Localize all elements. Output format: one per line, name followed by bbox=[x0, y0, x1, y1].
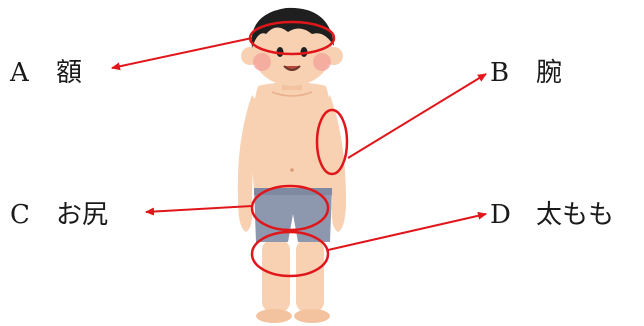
label-a-letter: A bbox=[10, 58, 56, 88]
label-c-letter: C bbox=[10, 200, 56, 230]
legs bbox=[256, 240, 330, 323]
label-a-text: 額 bbox=[56, 58, 82, 88]
label-d-letter: D bbox=[490, 200, 536, 230]
arrow-a bbox=[112, 38, 252, 68]
torso bbox=[252, 82, 333, 190]
arrow-d bbox=[328, 214, 486, 250]
label-b-text: 腕 bbox=[536, 58, 562, 88]
arrow-c bbox=[146, 206, 252, 212]
label-b-letter: B bbox=[490, 58, 536, 88]
label-c-text: お尻 bbox=[56, 200, 108, 230]
label-d-text: 太もも bbox=[536, 200, 614, 230]
arrow-b bbox=[348, 74, 486, 158]
